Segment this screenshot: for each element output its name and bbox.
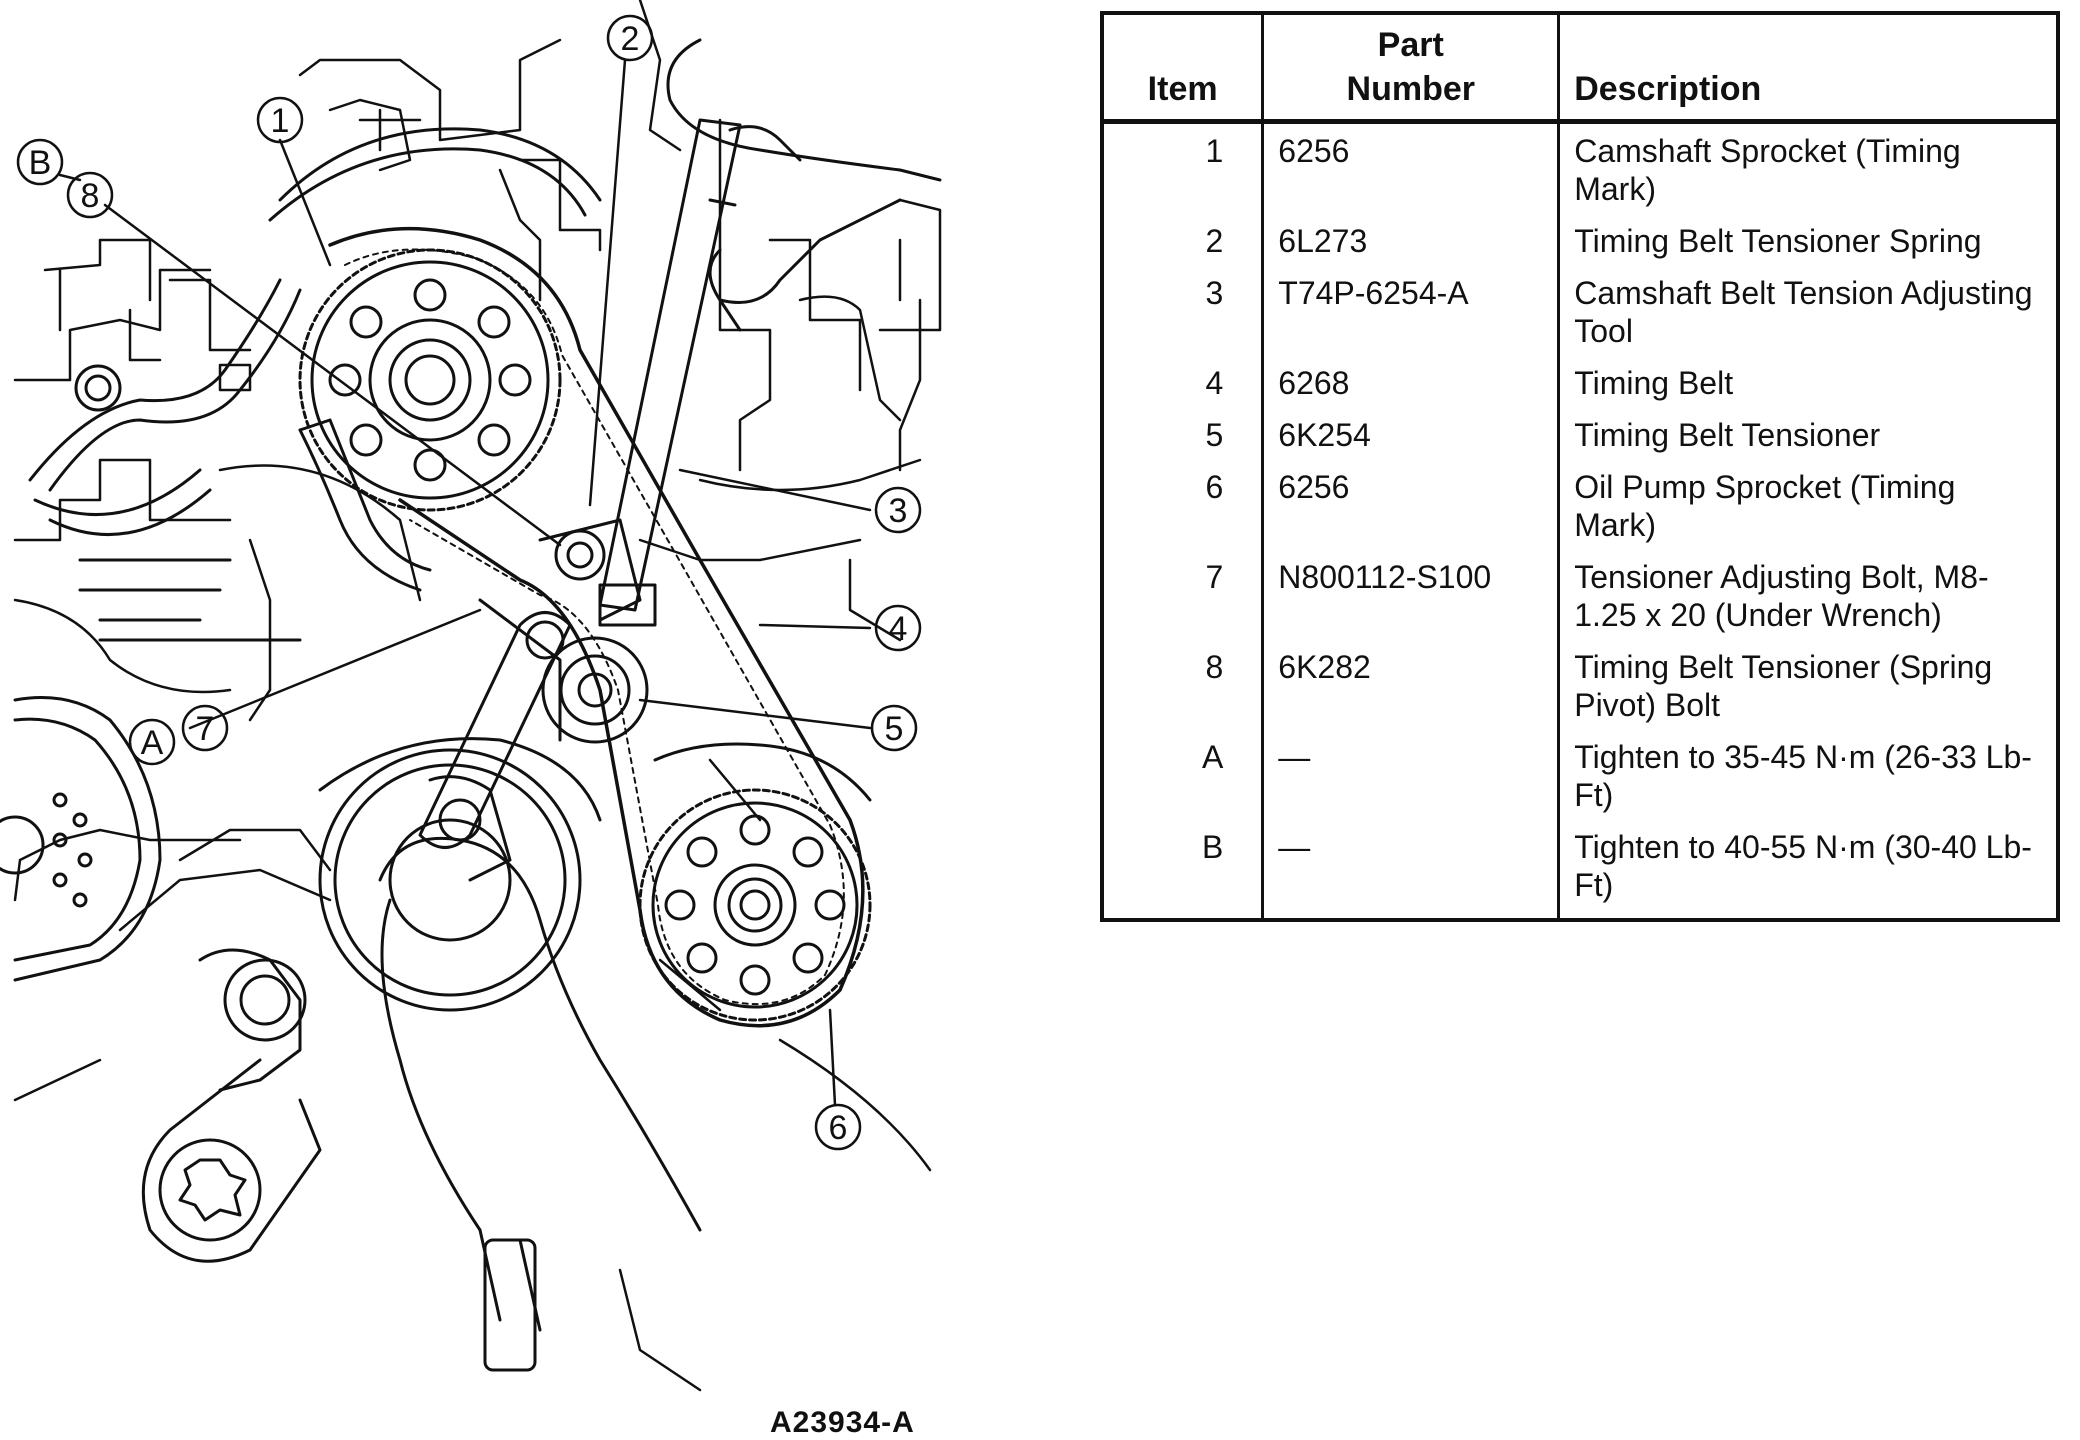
- cell-item: 8: [1205, 649, 1224, 685]
- cell-part: 6256: [1261, 460, 1559, 550]
- header-description: Description: [1557, 13, 2058, 124]
- cell-desc: Timing Belt Tensioner Spring: [1557, 214, 2058, 266]
- svg-text:A: A: [141, 724, 164, 762]
- figure-id: A23934-A: [770, 1406, 915, 1439]
- svg-text:8: 8: [81, 177, 100, 215]
- cell-part: 6268: [1261, 356, 1559, 408]
- cell-desc: Camshaft Sprocket (Timing Mark): [1557, 121, 2058, 214]
- cell-desc: Tighten to 40-55 N·m (30-40 Lb-Ft): [1557, 820, 2058, 920]
- table-row: 8 6K282 Timing Belt Tensioner (Spring Pi…: [1102, 640, 2058, 730]
- cell-item: B: [1201, 829, 1224, 865]
- parts-table: Item Part Number Description 1 6256 Cams…: [1100, 11, 2060, 922]
- svg-text:2: 2: [621, 20, 640, 58]
- cell-desc: Timing Belt: [1557, 356, 2058, 408]
- cell-part: 6256: [1261, 121, 1559, 214]
- cell-part: —: [1261, 730, 1559, 820]
- belt-tensioner: [478, 518, 649, 744]
- table-row: 4 6268 Timing Belt: [1102, 356, 2058, 408]
- cell-item: 2: [1205, 223, 1224, 259]
- cell-item: 7: [1205, 559, 1224, 595]
- timing-belt-diagram: 1 2 3 4 5 6 7 8 A B: [0, 0, 942, 1392]
- svg-text:6: 6: [829, 1109, 848, 1147]
- cell-desc: Camshaft Belt Tension Adjusting Tool: [1557, 266, 2058, 356]
- svg-text:5: 5: [885, 710, 904, 748]
- cell-desc: Oil Pump Sprocket (Timing Mark): [1557, 460, 2058, 550]
- cell-item: A: [1201, 739, 1224, 775]
- cell-item: 6: [1205, 469, 1224, 505]
- cell-part: 6L273: [1261, 214, 1559, 266]
- table-row: B — Tighten to 40-55 N·m (30-40 Lb-Ft): [1102, 820, 2058, 920]
- svg-text:3: 3: [889, 492, 908, 530]
- callout-3: 3: [874, 486, 922, 534]
- table-row: 1 6256 Camshaft Sprocket (Timing Mark): [1102, 121, 2058, 214]
- engine-block: [13, 0, 942, 1392]
- callout-1: 1: [256, 96, 304, 144]
- camshaft-sprocket: [298, 248, 562, 512]
- crankshaft-pulley: [318, 737, 602, 1012]
- callouts: 1 2 3 4 5 6 7 8 A B: [16, 14, 922, 1151]
- table-row: 5 6K254 Timing Belt Tensioner: [1102, 408, 2058, 460]
- hoses-and-wires: [28, 127, 602, 642]
- callout-6: 6: [814, 1103, 862, 1151]
- callout-B: B: [16, 138, 64, 186]
- callout-8: 8: [66, 171, 114, 219]
- svg-text:B: B: [29, 144, 52, 182]
- wrench-and-hands: [378, 38, 942, 1372]
- header-part-line2: Number: [1346, 70, 1475, 108]
- table-row: 2 6L273 Timing Belt Tensioner Spring: [1102, 214, 2058, 266]
- cell-desc: Tighten to 35-45 N·m (26-33 Lb-Ft): [1557, 730, 2058, 820]
- callout-7: 7: [181, 704, 229, 752]
- cell-desc: Tensioner Adjusting Bolt, M8-1.25 x 20 (…: [1557, 550, 2058, 640]
- callout-5: 5: [870, 704, 918, 752]
- table-row: 3 T74P-6254-A Camshaft Belt Tension Adju…: [1102, 266, 2058, 356]
- timing-belt: [328, 226, 865, 1028]
- cell-part: 6K254: [1261, 408, 1559, 460]
- callout-A: A: [128, 718, 176, 766]
- cell-part: —: [1261, 820, 1559, 920]
- callout-4: 4: [874, 604, 922, 652]
- leader-lines: [58, 58, 872, 1107]
- table-row: 6 6256 Oil Pump Sprocket (Timing Mark): [1102, 460, 2058, 550]
- cell-part: 6K282: [1261, 640, 1559, 730]
- svg-text:4: 4: [889, 610, 908, 648]
- cell-desc: Timing Belt Tensioner: [1557, 408, 2058, 460]
- oil-pump-sprocket: [638, 742, 872, 1022]
- cell-part: N800112-S100: [1261, 550, 1559, 640]
- header-part-line1: Part: [1377, 26, 1444, 64]
- table-header-row: Item Part Number Description: [1102, 13, 2058, 124]
- cell-item: 3: [1205, 275, 1224, 311]
- cell-item: 4: [1205, 365, 1224, 401]
- cell-part: T74P-6254-A: [1261, 266, 1559, 356]
- table-row: A — Tighten to 35-45 N·m (26-33 Lb-Ft): [1102, 730, 2058, 820]
- cell-item: 1: [1205, 133, 1224, 169]
- svg-text:1: 1: [271, 102, 290, 140]
- cell-item: 5: [1205, 417, 1224, 453]
- cell-desc: Timing Belt Tensioner (Spring Pivot) Bol…: [1557, 640, 2058, 730]
- header-part-number: Part Number: [1261, 13, 1559, 124]
- tension-adjusting-tool: [598, 118, 802, 627]
- accessory-pulley: [0, 696, 322, 1263]
- svg-text:7: 7: [196, 710, 215, 748]
- callout-2: 2: [606, 14, 654, 62]
- table-row: 7 N800112-S100 Tensioner Adjusting Bolt,…: [1102, 550, 2058, 640]
- header-item: Item: [1102, 13, 1263, 124]
